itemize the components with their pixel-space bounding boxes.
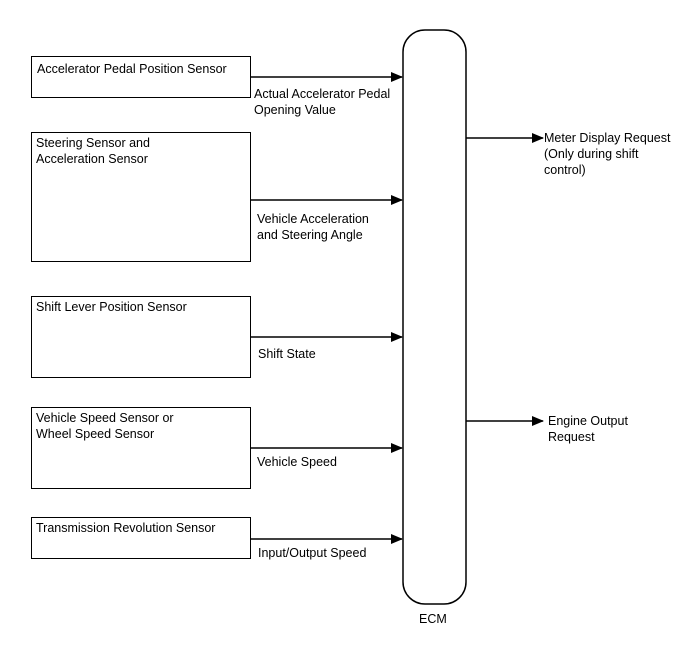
ecm-block xyxy=(402,29,467,605)
sensor-box-shift-lever: Shift Lever Position Sensor xyxy=(31,296,251,378)
sensor-label: Vehicle Speed Sensor or Wheel Speed Sens… xyxy=(36,411,174,441)
sensor-box-transmission-revolution: Transmission Revolution Sensor xyxy=(31,517,251,559)
sensor-box-vehicle-speed: Vehicle Speed Sensor or Wheel Speed Sens… xyxy=(31,407,251,489)
output-label-engine-output: Engine Output Request xyxy=(548,414,628,444)
signal-label-shift: Shift State xyxy=(258,347,316,361)
ecm-label: ECM xyxy=(419,612,447,626)
signal-label-transmission: Input/Output Speed xyxy=(258,546,367,560)
sensor-label: Shift Lever Position Sensor xyxy=(36,300,187,314)
signal-label-vehicle-speed: Vehicle Speed xyxy=(257,455,337,469)
sensor-label: Transmission Revolution Sensor xyxy=(36,521,216,535)
sensor-box-accelerator-pedal: Accelerator Pedal Position Sensor xyxy=(31,56,251,98)
output-label-meter-display: Meter Display Request (Only during shift… xyxy=(544,131,671,177)
signal-label-steering: Vehicle Acceleration and Steering Angle xyxy=(257,212,369,242)
signal-label-accelerator: Actual Accelerator Pedal Opening Value xyxy=(254,87,391,117)
sensor-label: Steering Sensor and Acceleration Sensor xyxy=(36,136,150,166)
sensor-box-steering-acceleration: Steering Sensor and Acceleration Sensor xyxy=(31,132,251,262)
sensor-label: Accelerator Pedal Position Sensor xyxy=(37,62,227,76)
